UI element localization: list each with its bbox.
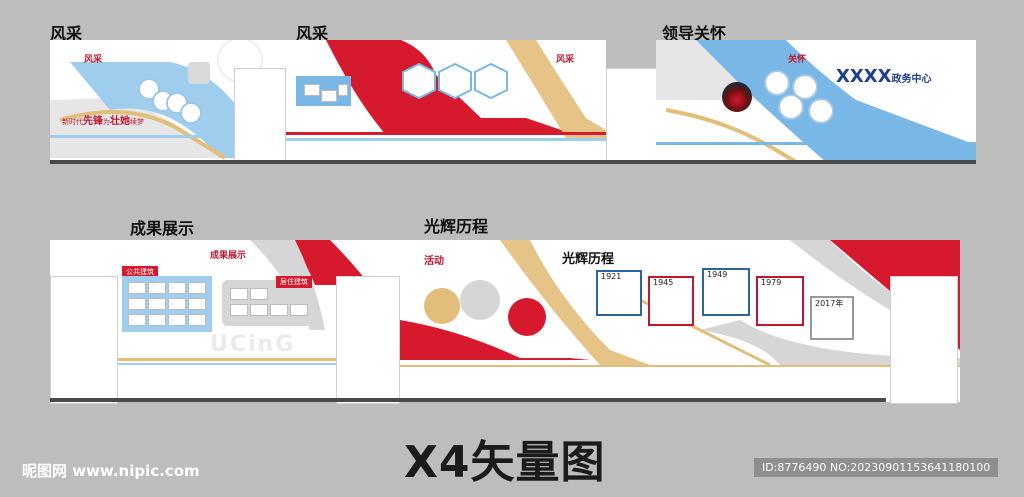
image-id: ID:8776490 NO:20230901153641180100 bbox=[754, 458, 999, 477]
door bbox=[234, 68, 286, 164]
site-watermark: 昵图网 www.nipic.com bbox=[22, 462, 200, 480]
door bbox=[336, 276, 400, 404]
tag-public-buildings: 公共建筑 bbox=[122, 266, 158, 278]
photo-frame bbox=[168, 282, 186, 294]
service-center-title: XXXX政务中心 bbox=[836, 66, 932, 87]
title-glorious-history: 光辉历程 bbox=[424, 217, 489, 236]
photo-board-public bbox=[122, 276, 212, 332]
timeline-card-1921: 1921 bbox=[596, 270, 642, 316]
photo-frame bbox=[188, 298, 206, 310]
panel-1-logo: 风采 bbox=[84, 55, 103, 65]
slogan-part: 新时代 bbox=[62, 118, 83, 126]
activity-circle bbox=[460, 280, 500, 320]
photo-frame bbox=[290, 304, 308, 316]
door bbox=[890, 276, 958, 404]
center-suffix: 政务中心 bbox=[891, 74, 932, 85]
panel-4-watermark: UCinG bbox=[210, 332, 296, 357]
timeline-year: 1979 bbox=[761, 278, 782, 287]
caption-vector-scale: X4矢量图 bbox=[404, 437, 606, 488]
photo-frame bbox=[230, 288, 248, 300]
center-name: XXXX bbox=[836, 66, 892, 87]
hexagon-group bbox=[402, 62, 508, 100]
photo-frame bbox=[128, 298, 146, 310]
wall-panel-fengcai-2: 风采 bbox=[286, 40, 606, 162]
tag-residential-buildings: 居住建筑 bbox=[276, 276, 312, 288]
photo-frame bbox=[250, 288, 268, 300]
photo-frame bbox=[128, 282, 146, 294]
slogan-part: 续梦 bbox=[130, 118, 144, 126]
activity-circle bbox=[508, 298, 546, 336]
door bbox=[606, 68, 658, 164]
photo-frame bbox=[250, 304, 268, 316]
photo-frame bbox=[148, 282, 166, 294]
wall-panel-leadership-care: 关怀 XXXX政务中心 bbox=[656, 40, 976, 162]
timeline-card-2017: 2017年 bbox=[810, 296, 854, 340]
photo-frame bbox=[148, 298, 166, 310]
panel-3-logo: 关怀 bbox=[788, 55, 807, 65]
timeline-card-1949: 1949 bbox=[702, 268, 750, 316]
panel-5-logo: 活动 bbox=[424, 256, 444, 267]
sunset-emblem bbox=[722, 82, 752, 112]
photo-frame bbox=[338, 84, 348, 96]
timeline-card-1945: 1945 bbox=[648, 276, 694, 326]
title-leadership-care: 领导关怀 bbox=[662, 24, 727, 43]
photo-frame bbox=[188, 282, 206, 294]
panel-1-grey-square bbox=[188, 62, 210, 84]
wall-panel-glorious-history: 活动 光辉历程 1921 1945 1949 1979 2017年 bbox=[400, 240, 960, 402]
photo-frame bbox=[148, 314, 166, 326]
photo-frame bbox=[128, 314, 146, 326]
photo-circle bbox=[764, 70, 790, 96]
photo-frame bbox=[270, 304, 288, 316]
slogan-part: 为 bbox=[103, 118, 110, 126]
activity-circle bbox=[424, 288, 460, 324]
floor-line bbox=[50, 398, 886, 402]
title-fengcai-2: 风采 bbox=[296, 24, 329, 43]
door bbox=[50, 276, 118, 404]
timeline-year: 1921 bbox=[601, 272, 622, 281]
timeline-year: 1949 bbox=[707, 270, 728, 279]
floor-line bbox=[50, 160, 976, 164]
title-achievements: 成果展示 bbox=[130, 219, 195, 238]
timeline-year: 2017年 bbox=[815, 299, 844, 308]
timeline-card-1979: 1979 bbox=[756, 276, 804, 326]
timeline-year: 1945 bbox=[653, 278, 674, 287]
photo-frame bbox=[188, 314, 206, 326]
photo-frame bbox=[230, 304, 248, 316]
title-fengcai-1: 风采 bbox=[50, 24, 83, 43]
panel-1-slogan: 新时代先锋为壮她续梦 bbox=[62, 112, 144, 127]
photo-circle bbox=[808, 98, 834, 124]
timeline-heading: 光辉历程 bbox=[562, 252, 615, 267]
photo-frame bbox=[168, 314, 186, 326]
panel-2-logo: 风采 bbox=[556, 55, 575, 65]
panel-4-logo: 成果展示 bbox=[210, 251, 247, 261]
slogan-part: 壮她 bbox=[110, 116, 130, 127]
photo-circle bbox=[180, 102, 202, 124]
photo-frame bbox=[304, 84, 320, 96]
photo-frame bbox=[168, 298, 186, 310]
photo-frame bbox=[321, 90, 337, 102]
photo-circle bbox=[778, 94, 804, 120]
slogan-part: 先锋 bbox=[83, 116, 103, 127]
